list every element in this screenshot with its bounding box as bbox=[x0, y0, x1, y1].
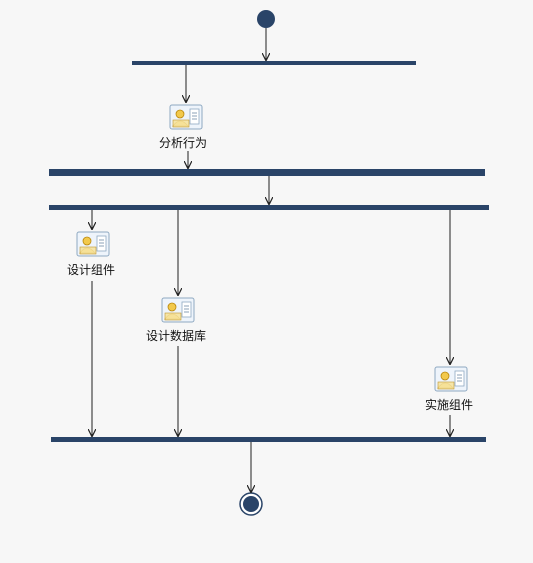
fork-bar-1[interactable] bbox=[132, 61, 416, 65]
activity-label-design-components: 设计组件 bbox=[66, 263, 116, 277]
join-bar-2[interactable] bbox=[49, 169, 485, 176]
activity-label-design-database: 设计数据库 bbox=[145, 329, 207, 343]
join-bar-4[interactable] bbox=[51, 437, 486, 442]
activity-label-implement-components: 实施组件 bbox=[424, 398, 474, 412]
initial-node[interactable] bbox=[257, 10, 275, 28]
activity-icon-design-components[interactable] bbox=[76, 231, 110, 257]
activity-label-analyze: 分析行为 bbox=[158, 136, 208, 150]
final-node[interactable] bbox=[243, 496, 259, 512]
activity-icon-design-database[interactable] bbox=[161, 297, 195, 323]
activity-icon-analyze[interactable] bbox=[169, 104, 203, 130]
fork-bar-3[interactable] bbox=[49, 205, 489, 210]
control-flows bbox=[92, 28, 450, 492]
activity-icon-implement-components[interactable] bbox=[434, 366, 468, 392]
